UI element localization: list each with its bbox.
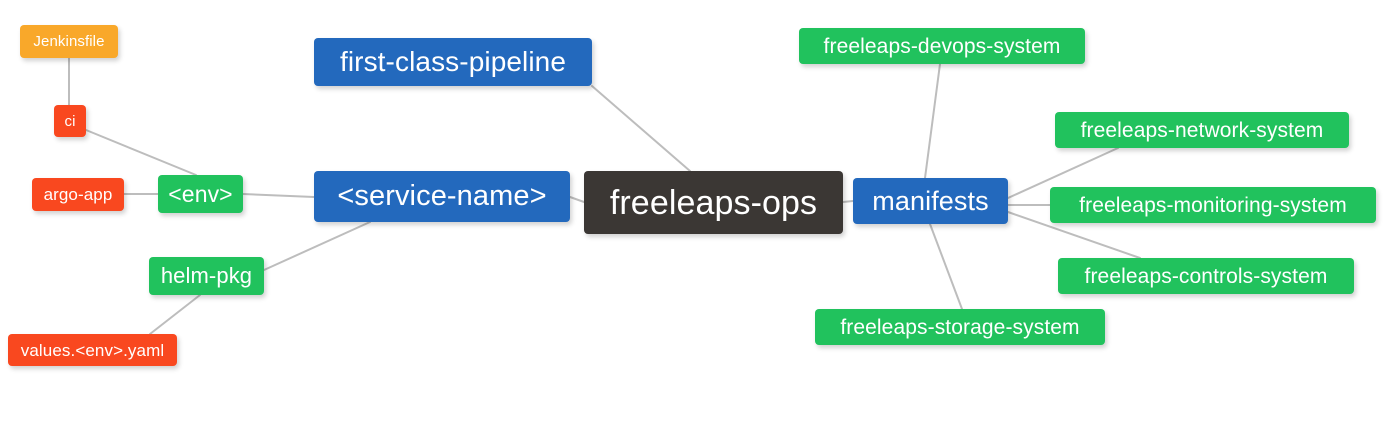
node-label-values-env-yaml: values.<env>.yaml — [20, 340, 165, 360]
edge-freeleaps-ops-to-manifests — [842, 200, 854, 203]
node-label-ci: ci — [64, 112, 76, 130]
node-freeleaps-monitoring-system[interactable]: freeleaps-monitoring-system — [1050, 187, 1376, 223]
edge-freeleaps-ops-to-first-class-pipeline — [591, 85, 691, 172]
node-ci[interactable]: ci — [54, 105, 86, 137]
node-label-freeleaps-monitoring-system: freeleaps-monitoring-system — [1079, 193, 1347, 217]
node-label-first-class-pipeline: first-class-pipeline — [339, 46, 567, 77]
node-jenkinsfile[interactable]: Jenkinsfile — [20, 25, 118, 58]
node-label-jenkinsfile: Jenkinsfile — [33, 33, 105, 50]
edge-manifests-to-freeleaps-storage-system — [929, 223, 963, 310]
edge-freeleaps-ops-to-service-name — [569, 196, 585, 203]
node-label-manifests: manifests — [872, 185, 989, 216]
node-first-class-pipeline[interactable]: first-class-pipeline — [314, 38, 592, 86]
node-label-argo-app: argo-app — [43, 185, 113, 204]
node-helm-pkg[interactable]: helm-pkg — [149, 257, 264, 295]
edge-helm-pkg-to-values-env-yaml — [149, 294, 201, 335]
node-label-env: <env> — [168, 180, 233, 207]
node-manifests[interactable]: manifests — [853, 178, 1008, 224]
node-freeleaps-ops[interactable]: freeleaps-ops — [584, 171, 843, 234]
edge-env-to-ci — [85, 129, 197, 176]
node-label-freeleaps-devops-system: freeleaps-devops-system — [823, 34, 1061, 58]
node-label-freeleaps-network-system: freeleaps-network-system — [1080, 118, 1324, 142]
node-label-service-name: <service-name> — [337, 180, 547, 212]
node-label-freeleaps-controls-system: freeleaps-controls-system — [1084, 264, 1328, 288]
node-freeleaps-storage-system[interactable]: freeleaps-storage-system — [815, 309, 1105, 345]
node-label-helm-pkg: helm-pkg — [160, 263, 253, 288]
node-label-freeleaps-storage-system: freeleaps-storage-system — [840, 315, 1080, 339]
node-label-freeleaps-ops: freeleaps-ops — [609, 183, 818, 222]
node-freeleaps-controls-system[interactable]: freeleaps-controls-system — [1058, 258, 1354, 294]
node-env[interactable]: <env> — [158, 175, 243, 213]
node-service-name[interactable]: <service-name> — [314, 171, 570, 222]
edge-service-name-to-helm-pkg — [263, 221, 371, 271]
node-freeleaps-network-system[interactable]: freeleaps-network-system — [1055, 112, 1349, 148]
node-argo-app[interactable]: argo-app — [32, 178, 124, 211]
node-freeleaps-devops-system[interactable]: freeleaps-devops-system — [799, 28, 1085, 64]
edge-service-name-to-env — [242, 193, 315, 198]
edge-manifests-to-freeleaps-devops-system — [924, 63, 941, 179]
node-values-env-yaml[interactable]: values.<env>.yaml — [8, 334, 177, 366]
